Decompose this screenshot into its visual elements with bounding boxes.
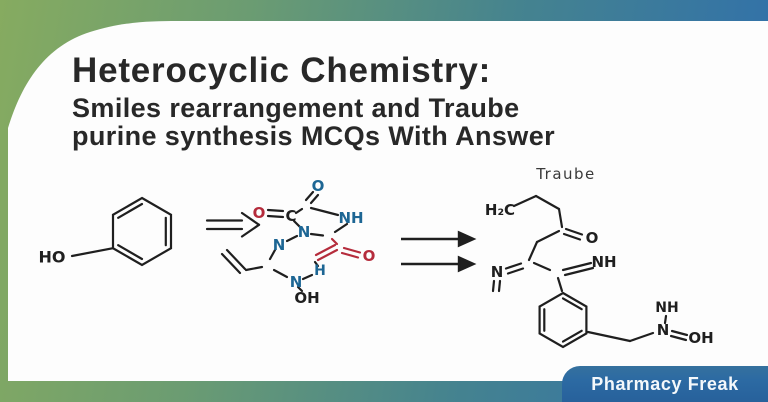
atom-label: HO bbox=[38, 247, 66, 267]
atom-label: O bbox=[311, 177, 325, 195]
atom-label: OH bbox=[688, 329, 714, 347]
subtitle-line-1: Smiles rearrangement and Traube bbox=[72, 93, 520, 123]
double-arrow bbox=[205, 211, 261, 238]
atom-label: O bbox=[585, 229, 599, 247]
atom-label: O bbox=[362, 247, 376, 265]
atom-label: OH bbox=[294, 289, 320, 307]
atom-label: O bbox=[252, 204, 266, 222]
atom-label: H bbox=[314, 263, 326, 279]
atom-label: N bbox=[272, 236, 286, 254]
atom-label: NH bbox=[591, 253, 617, 271]
atom-label: H₂C bbox=[484, 201, 516, 219]
atom-label: N bbox=[490, 263, 504, 281]
red-bonds bbox=[314, 237, 362, 262]
atom-label: NH bbox=[655, 300, 679, 316]
brand-badge-label: Pharmacy Freak bbox=[591, 373, 739, 394]
title-block: Heterocyclic Chemistry: Smiles rearrange… bbox=[72, 53, 555, 150]
traube-structure bbox=[491, 194, 689, 349]
subtitle-line-2: purine synthesis MCQs With Answer bbox=[72, 120, 556, 151]
atom-label: N bbox=[297, 223, 311, 241]
atom-label: NH bbox=[338, 209, 364, 227]
content-card bbox=[8, 21, 768, 381]
phenol-structure bbox=[70, 196, 173, 267]
brand-badge: Pharmacy Freak bbox=[562, 366, 768, 402]
atom-label: N bbox=[289, 273, 303, 291]
intermediate-structure bbox=[220, 190, 362, 293]
traube-label: Traube bbox=[536, 165, 596, 183]
reaction-arrows bbox=[401, 230, 477, 273]
atom-label: N bbox=[656, 321, 670, 339]
page-title: Heterocyclic Chemistry: bbox=[72, 51, 492, 90]
atom-label: C bbox=[285, 207, 297, 225]
